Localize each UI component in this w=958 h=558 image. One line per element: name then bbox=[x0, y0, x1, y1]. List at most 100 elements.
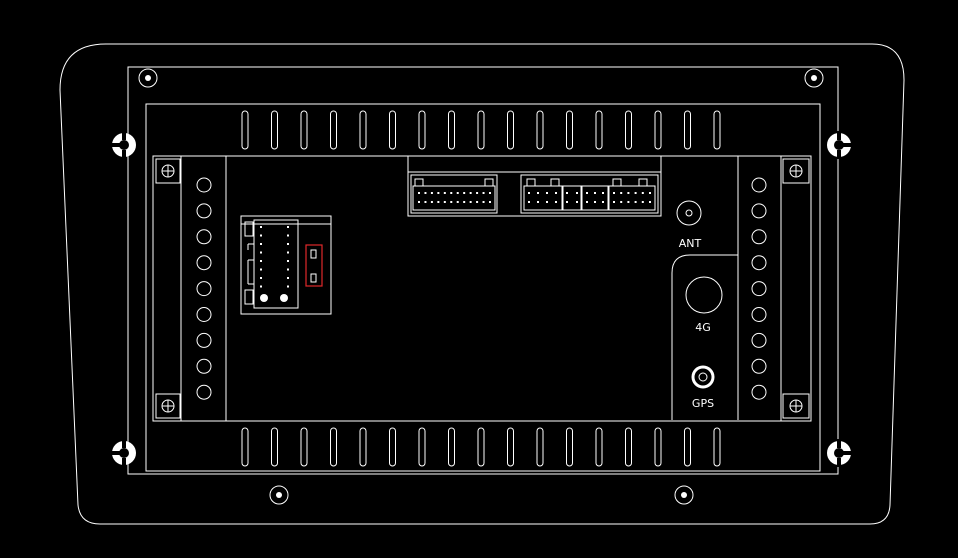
connector-pin bbox=[537, 201, 539, 203]
vent-slot bbox=[595, 110, 603, 150]
rail-hole bbox=[751, 255, 767, 271]
vent-slot bbox=[536, 427, 544, 467]
rail-hole bbox=[751, 203, 767, 219]
vent-slot bbox=[713, 110, 721, 150]
left-side-rail bbox=[152, 155, 227, 422]
vent-slot bbox=[477, 110, 485, 150]
connector-pin bbox=[476, 192, 479, 194]
vent-slot bbox=[566, 427, 573, 467]
chassis-body bbox=[145, 103, 821, 472]
vent-slot bbox=[271, 110, 278, 150]
connector-pin bbox=[463, 192, 466, 194]
vent-slot bbox=[566, 110, 573, 150]
screw-icon bbox=[789, 399, 803, 413]
vent-slot bbox=[300, 110, 308, 150]
connector-pin bbox=[620, 201, 623, 203]
rail-hole bbox=[751, 281, 767, 297]
vent-slot bbox=[241, 427, 249, 467]
connector-pin bbox=[602, 192, 604, 194]
rail-hole bbox=[196, 307, 212, 322]
vent-slot bbox=[713, 427, 721, 467]
connector-pin bbox=[555, 201, 557, 203]
connector-pin bbox=[482, 192, 485, 194]
connector-pin bbox=[566, 201, 568, 203]
4g-connector bbox=[685, 276, 723, 314]
vent-slot bbox=[418, 110, 426, 150]
mounting-clip bbox=[827, 439, 853, 467]
connector-pin bbox=[641, 201, 644, 203]
rail-hole bbox=[751, 229, 767, 245]
vent-slot bbox=[625, 110, 632, 150]
bottom-vent-slots bbox=[241, 427, 721, 467]
connector-pin bbox=[260, 268, 262, 271]
vent-slot bbox=[389, 110, 396, 150]
rail-hole bbox=[751, 307, 767, 322]
connector-pin bbox=[528, 201, 530, 203]
vent-slot bbox=[684, 110, 691, 150]
connector-pin bbox=[443, 201, 446, 203]
connector-pin bbox=[260, 277, 262, 279]
connector-pin bbox=[424, 201, 427, 203]
vent-slot bbox=[477, 427, 485, 467]
connector-pin bbox=[287, 285, 289, 288]
connector-pin bbox=[566, 192, 568, 194]
rail-hole bbox=[196, 255, 212, 271]
connector-pin bbox=[489, 201, 491, 203]
connector-pin bbox=[482, 201, 485, 203]
mounting-frame bbox=[127, 66, 839, 475]
gps-label: GPS bbox=[692, 397, 714, 410]
connector-pin bbox=[602, 201, 604, 203]
connector-pin bbox=[287, 268, 289, 271]
antenna-area-outline bbox=[671, 254, 738, 420]
connector-pin bbox=[437, 192, 440, 194]
frame-hole-bottom-left bbox=[269, 485, 289, 505]
connector-pin bbox=[613, 192, 615, 194]
connector-pin bbox=[528, 192, 530, 194]
connector-pin bbox=[555, 192, 557, 194]
connector-pin bbox=[537, 192, 539, 194]
vent-slot bbox=[271, 427, 278, 467]
vent-slot bbox=[389, 427, 396, 467]
connector-pin bbox=[287, 243, 289, 245]
top-vent-slots bbox=[241, 110, 721, 150]
connector-pin bbox=[287, 251, 289, 254]
connector-pin bbox=[613, 201, 615, 203]
vent-slot bbox=[359, 427, 367, 467]
connector-pin bbox=[437, 201, 440, 203]
rail-hole bbox=[196, 229, 212, 245]
connector-pin bbox=[260, 251, 262, 254]
connector-pin bbox=[260, 234, 262, 237]
connector-pin bbox=[649, 201, 651, 203]
side-mounting-clips bbox=[110, 131, 853, 467]
connector-pin bbox=[430, 201, 433, 203]
connector-pin bbox=[424, 192, 427, 194]
left-rail-holes bbox=[196, 177, 212, 400]
rail-hole bbox=[196, 358, 212, 374]
connector-pin bbox=[463, 201, 466, 203]
outer-bezel-outline bbox=[59, 43, 905, 525]
vent-slot bbox=[330, 110, 337, 150]
connector-pin bbox=[450, 201, 453, 203]
rail-hole bbox=[751, 358, 767, 374]
connector-pin bbox=[450, 192, 453, 194]
connector-pin bbox=[260, 226, 262, 228]
rail-hole bbox=[196, 203, 212, 219]
connector-pin bbox=[418, 192, 420, 194]
connector-pin bbox=[260, 260, 262, 262]
frame-hole-top-right bbox=[804, 68, 824, 88]
connector-pin bbox=[634, 201, 637, 203]
connector-pin bbox=[576, 192, 578, 194]
vent-slot bbox=[507, 427, 514, 467]
connector-pin bbox=[649, 192, 651, 194]
vent-slot bbox=[654, 110, 662, 150]
connector-pin bbox=[260, 285, 262, 288]
connector-pin bbox=[469, 201, 472, 203]
connector-pin bbox=[456, 192, 459, 194]
connector-pin bbox=[287, 260, 289, 262]
connector-pin bbox=[627, 192, 630, 194]
vent-slot bbox=[625, 427, 632, 467]
screw-icon bbox=[161, 164, 175, 178]
rail-hole bbox=[196, 177, 212, 193]
vent-slot bbox=[418, 427, 426, 467]
connector-pin bbox=[641, 192, 644, 194]
